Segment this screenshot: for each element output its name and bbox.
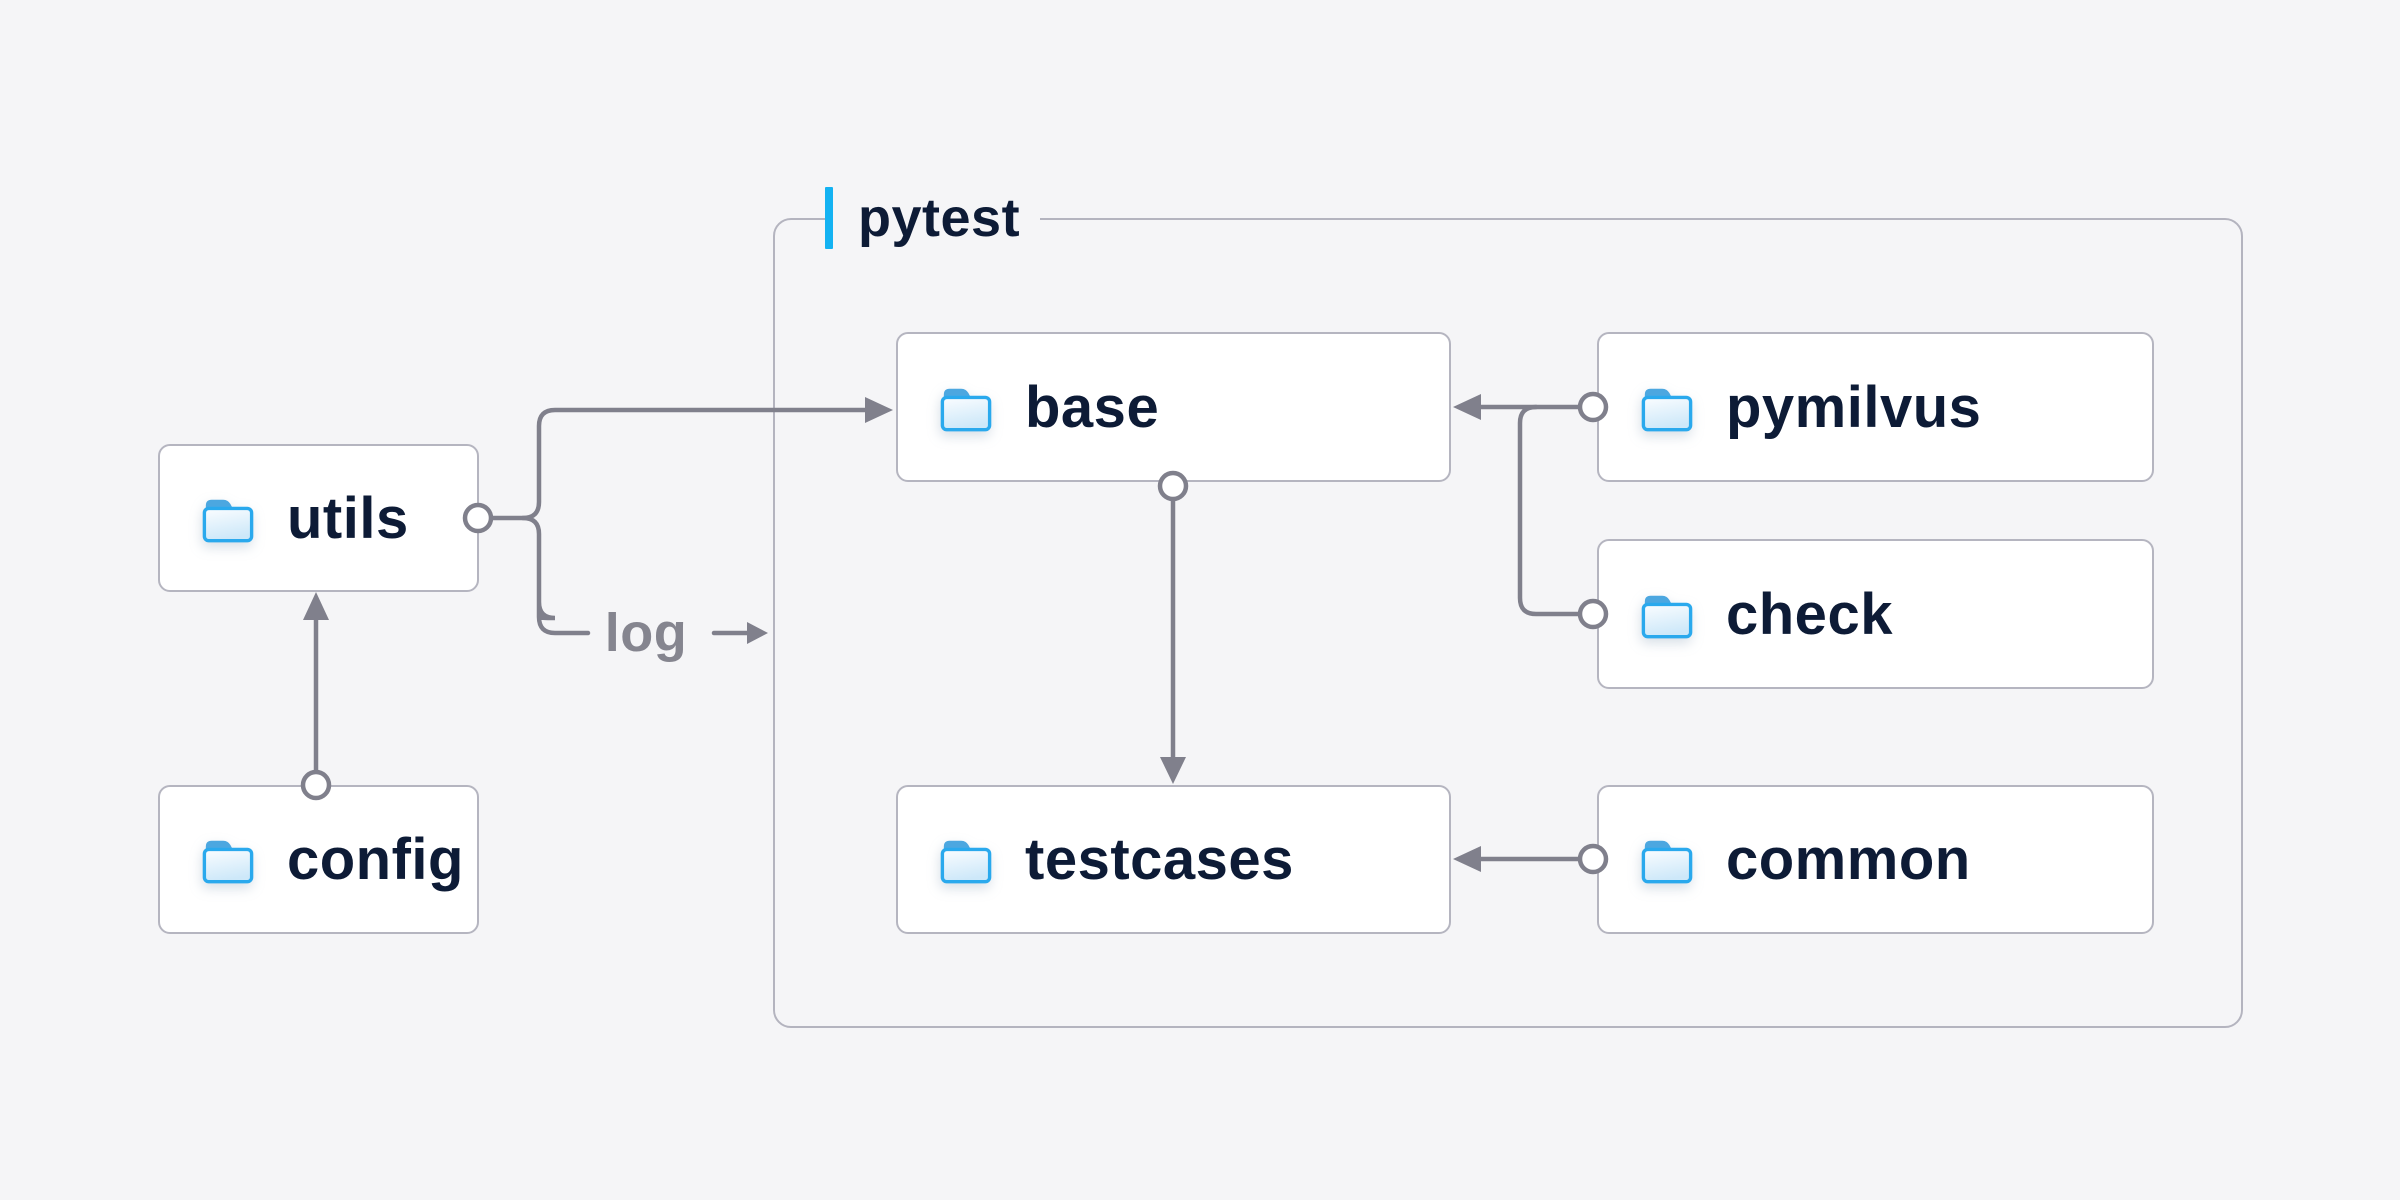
folder-icon xyxy=(1641,840,1693,884)
folder-node-testcases: testcases xyxy=(896,785,1451,934)
folder-node-config: config xyxy=(158,785,479,934)
folder-node-base: base xyxy=(896,332,1451,482)
pytest-container-title: pytest xyxy=(858,188,1021,248)
folder-node-label: config xyxy=(287,827,464,892)
folder-icon xyxy=(1641,595,1693,638)
folder-node-common: common xyxy=(1597,785,2154,934)
pytest-container: pytest xyxy=(773,187,2243,1028)
folder-icon xyxy=(940,388,992,431)
folder-node-utils: utils xyxy=(158,444,479,592)
folder-icon xyxy=(202,840,254,884)
folder-node-label: utils xyxy=(287,485,409,551)
edge-config-to-utils xyxy=(300,592,332,801)
edge-label-log: log xyxy=(604,603,688,663)
folder-node-label: check xyxy=(1726,581,1893,647)
folder-node-label: common xyxy=(1726,827,1971,892)
folder-node-label: pymilvus xyxy=(1726,374,1982,440)
folder-icon xyxy=(202,499,254,542)
folder-node-label: base xyxy=(1025,374,1160,440)
folder-icon xyxy=(1641,388,1693,431)
folder-node-check: check xyxy=(1597,539,2154,689)
accent-bar xyxy=(825,187,833,249)
folder-node-label: testcases xyxy=(1025,827,1294,892)
folder-node-pymilvus: pymilvus xyxy=(1597,332,2154,482)
pytest-container-label: pytest xyxy=(825,187,1041,249)
folder-icon xyxy=(940,840,992,884)
